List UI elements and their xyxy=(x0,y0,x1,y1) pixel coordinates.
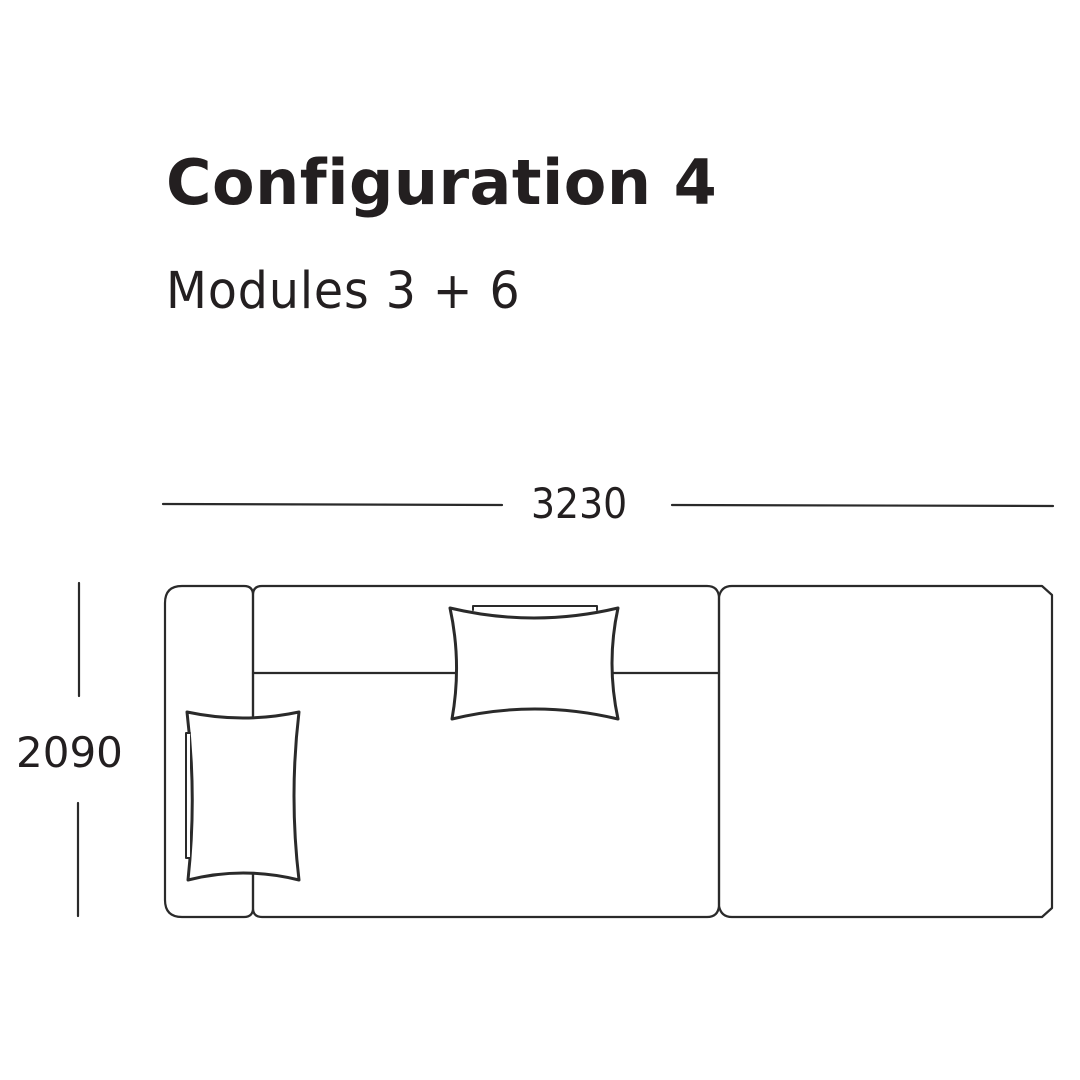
module-6-chaise xyxy=(717,584,1054,919)
width-dimension-line xyxy=(161,502,1055,508)
width-dimension-label: 3230 xyxy=(531,479,628,528)
page-title: Configuration 4 xyxy=(166,146,718,219)
depth-dimension-line xyxy=(76,581,81,918)
sofa-arm xyxy=(163,584,255,919)
depth-dimension-label: 2090 xyxy=(16,728,123,777)
back-cushion xyxy=(448,605,620,721)
page-subtitle: Modules 3 + 6 xyxy=(166,262,521,321)
side-cushion xyxy=(185,710,301,882)
